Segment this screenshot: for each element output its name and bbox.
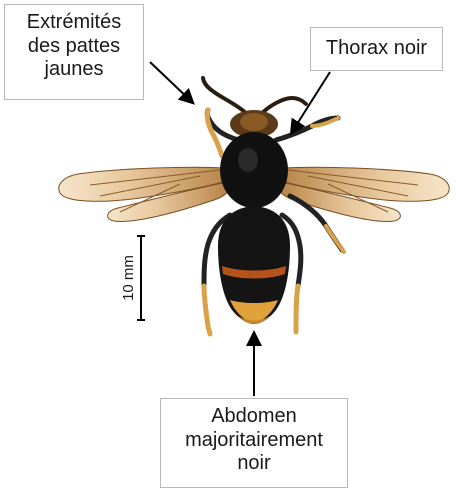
leg-front-right bbox=[276, 118, 338, 140]
scale-label: 10 mm bbox=[120, 248, 140, 308]
label-thorax: Thorax noir bbox=[310, 27, 443, 71]
label-abdomen-line-1: Abdomen bbox=[161, 405, 347, 429]
antenna-left bbox=[203, 78, 246, 113]
hornet-thorax bbox=[220, 132, 288, 208]
label-legs-line-1: Extrémités bbox=[5, 11, 143, 35]
label-abdomen: Abdomen majoritairement noir bbox=[160, 398, 348, 488]
arrow-legs bbox=[150, 62, 192, 102]
label-legs-line-2: des pattes bbox=[5, 35, 143, 59]
antenna-right bbox=[262, 98, 306, 113]
hornet-abdomen bbox=[218, 206, 290, 324]
label-legs-line-3: jaunes bbox=[5, 58, 143, 82]
wing-right bbox=[278, 167, 449, 221]
label-legs: Extrémités des pattes jaunes bbox=[4, 4, 144, 100]
label-abdomen-line-3: noir bbox=[161, 452, 347, 476]
wing-left bbox=[59, 167, 230, 221]
label-abdomen-line-2: majoritairement bbox=[161, 429, 347, 453]
label-thorax-line-1: Thorax noir bbox=[311, 37, 442, 61]
